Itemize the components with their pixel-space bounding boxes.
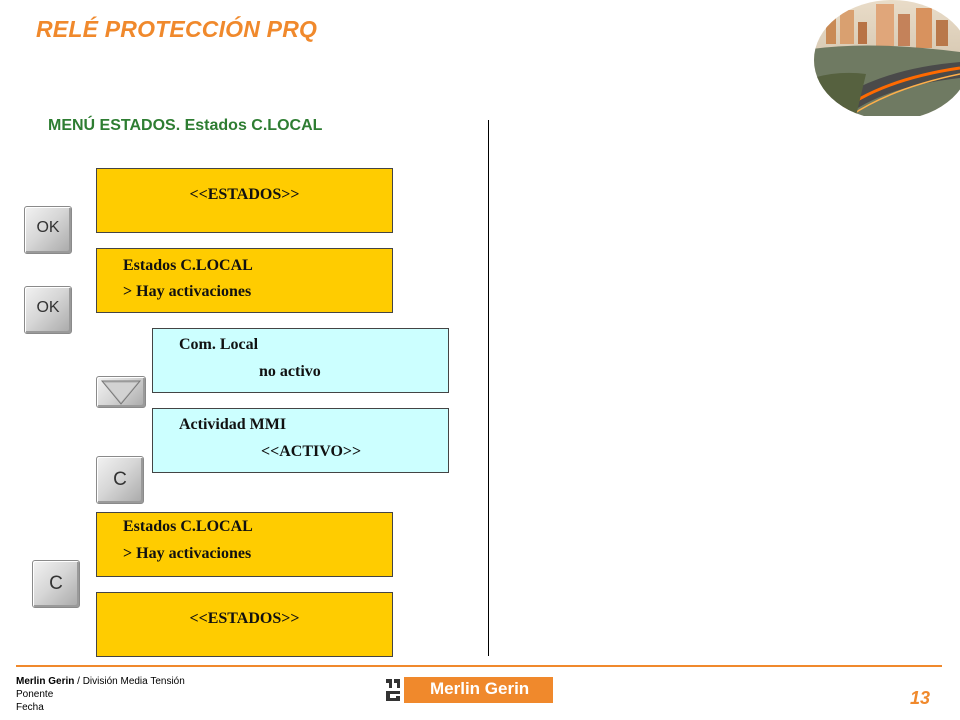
lcd-screen-estados-clocal: Estados C.LOCAL > Hay activaciones <box>96 248 393 313</box>
logo-text: Merlin Gerin <box>430 679 530 698</box>
lcd-line: Com. Local <box>179 336 259 353</box>
cancel-button[interactable]: C <box>96 456 144 504</box>
ok-button[interactable]: OK <box>24 286 72 334</box>
footer-info: Merlin Gerin / División Media Tensión Po… <box>16 675 185 714</box>
lcd-screen-estados: <<ESTADOS>> <box>96 592 393 657</box>
lcd-screen-estados: <<ESTADOS>> <box>96 168 393 233</box>
cancel-button-label: C <box>49 573 63 594</box>
vertical-divider <box>488 120 489 656</box>
footer-company: Merlin Gerin <box>16 676 75 687</box>
page-title: RELÉ PROTECCIÓN PRQ <box>36 16 318 42</box>
footer-presenter: Ponente <box>16 689 54 700</box>
cancel-button-label: C <box>113 469 127 490</box>
lcd-line: > Hay activaciones <box>123 283 252 300</box>
page-number: 13 <box>910 688 931 708</box>
ok-button-label: OK <box>36 219 60 236</box>
lcd-line: <<ACTIVO>> <box>261 443 362 460</box>
header-highway-photo <box>806 0 960 116</box>
lcd-line: Estados C.LOCAL <box>123 518 253 535</box>
lcd-line: <<ESTADOS>> <box>189 610 300 627</box>
lcd-line: > Hay activaciones <box>123 545 252 562</box>
footer-divider <box>16 665 942 667</box>
lcd-screen-estados-clocal: Estados C.LOCAL > Hay activaciones <box>96 512 393 577</box>
lcd-line: no activo <box>259 363 321 380</box>
mg-logo-icon <box>384 677 402 703</box>
lcd-line: <<ESTADOS>> <box>189 186 300 203</box>
footer-division: / División Media Tensión <box>74 676 185 687</box>
lcd-screen-com-local: Com. Local no activo <box>152 328 449 393</box>
cancel-button[interactable]: C <box>32 560 80 608</box>
ok-button-label: OK <box>36 299 60 316</box>
menu-subtitle: MENÚ ESTADOS. Estados C.LOCAL <box>48 117 323 134</box>
lcd-line: Actividad MMI <box>179 416 287 433</box>
ok-button[interactable]: OK <box>24 206 72 254</box>
footer-date: Fecha <box>16 702 44 713</box>
lcd-screen-actividad-mmi: Actividad MMI <<ACTIVO>> <box>152 408 449 473</box>
down-arrow-button[interactable] <box>96 376 146 408</box>
lcd-line: Estados C.LOCAL <box>123 257 253 274</box>
triangle-down-icon <box>100 380 142 405</box>
